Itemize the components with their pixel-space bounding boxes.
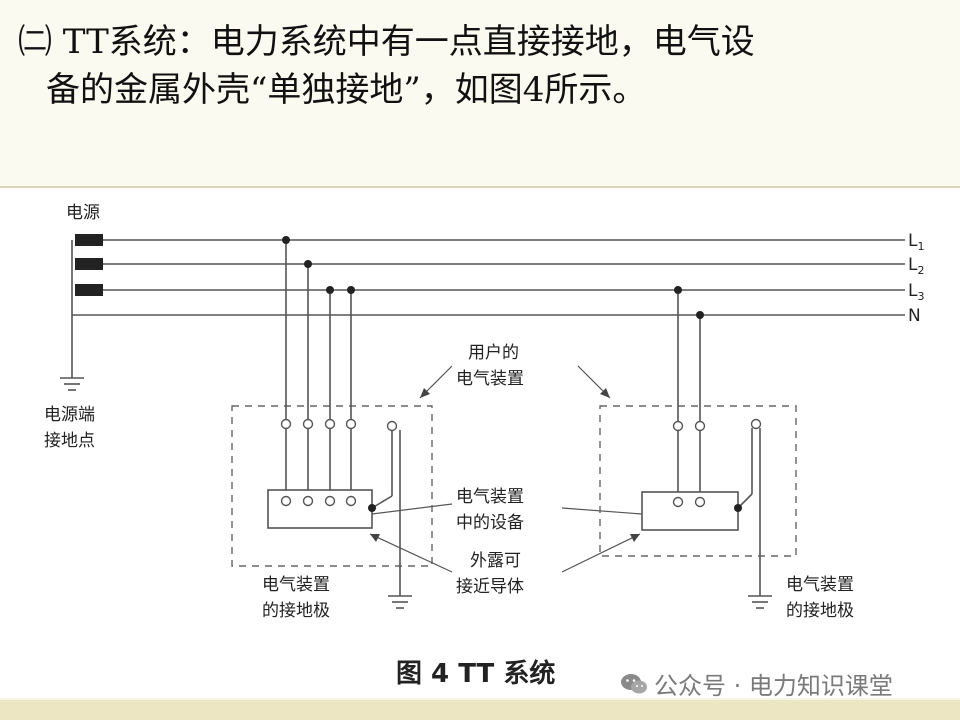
wechat-icon	[621, 673, 647, 693]
label-l2: L2	[908, 255, 924, 277]
pointer-right-exposed	[561, 533, 641, 573]
left-equipment-pin-4	[345, 495, 357, 507]
pointer-left-exposed	[369, 533, 453, 573]
left-node-l1	[282, 236, 290, 244]
right-equipment-pin-2	[694, 496, 706, 508]
tt-system-diagram: 电源 L1 L2 L3 N 电源端 接地点	[0, 188, 960, 698]
left-equipment-pin-1	[280, 495, 292, 507]
left-ground-label-2: 的接地极	[262, 601, 330, 621]
right-terminal-1	[672, 420, 684, 432]
right-equipment	[641, 491, 739, 531]
right-exposed-node	[734, 504, 742, 512]
right-pe-terminal	[750, 418, 762, 430]
left-terminal-3	[324, 418, 336, 430]
right-node-n	[696, 311, 704, 319]
left-terminal-2	[302, 418, 314, 430]
heading-line-1: ㈡ TT系统：电力系统中有一点直接接地，电气设	[18, 22, 755, 62]
right-installation-box	[599, 405, 797, 557]
user-install-label-2: 电气装置	[456, 369, 524, 389]
right-ground-label-1: 电气装置	[786, 575, 854, 595]
equipment-label-1: 电气装置	[456, 487, 524, 507]
left-node-l3b	[347, 286, 355, 294]
arrowhead-left-install	[420, 388, 430, 398]
source-label: 电源	[66, 203, 100, 223]
source-winding-1	[75, 234, 103, 246]
left-equipment-pin-3	[324, 495, 336, 507]
watermark: 公众号 · 电力知识课堂	[620, 666, 893, 701]
source-ground-label-1: 电源端	[44, 405, 95, 425]
source-ground-label-2: 接地点	[44, 431, 95, 451]
arrowhead-right-install	[600, 388, 610, 398]
source-winding-2	[75, 258, 103, 270]
user-install-label-1: 用户的	[468, 343, 519, 363]
figure-caption: 图 4 TT 系统	[396, 658, 555, 689]
heading-line-2: 备的金属外壳“单独接地”，如图4所示。	[46, 70, 647, 110]
left-equipment-pin-2	[302, 495, 314, 507]
right-terminal-2	[694, 420, 706, 432]
left-terminal-4	[345, 418, 357, 430]
left-terminal-1	[280, 418, 292, 430]
label-n: N	[908, 306, 921, 326]
left-exposed-node	[368, 504, 376, 512]
pointer-right-equipment	[561, 507, 643, 515]
left-node-l2	[304, 260, 312, 268]
label-l3: L3	[908, 281, 924, 303]
pointer-left-equipment	[371, 503, 453, 515]
watermark-text: 公众号 · 电力知识课堂	[654, 672, 893, 700]
slide-heading: ㈡ TT系统：电力系统中有一点直接接地，电气设 备的金属外壳“单独接地”，如图4…	[18, 18, 948, 114]
title-band	[0, 0, 960, 186]
right-ground-label-2: 的接地极	[786, 601, 854, 621]
arrowhead-left-exposed	[370, 534, 380, 542]
label-l1: L1	[908, 231, 924, 253]
left-ground-label-1: 电气装置	[262, 575, 330, 595]
exposed-label-2: 接近导体	[456, 577, 524, 597]
left-equipment	[267, 489, 373, 529]
equipment-label-2: 中的设备	[456, 513, 524, 533]
source-winding-3	[75, 284, 103, 296]
left-node-l3a	[326, 286, 334, 294]
exposed-label-1: 外露可	[470, 551, 521, 571]
right-node-l3	[674, 286, 682, 294]
bottom-band	[0, 700, 960, 720]
left-installation-box	[231, 405, 433, 567]
arrowhead-right-exposed	[630, 534, 640, 542]
divider	[0, 186, 960, 188]
right-equipment-pin-1	[672, 496, 684, 508]
left-pe-terminal	[386, 420, 398, 432]
